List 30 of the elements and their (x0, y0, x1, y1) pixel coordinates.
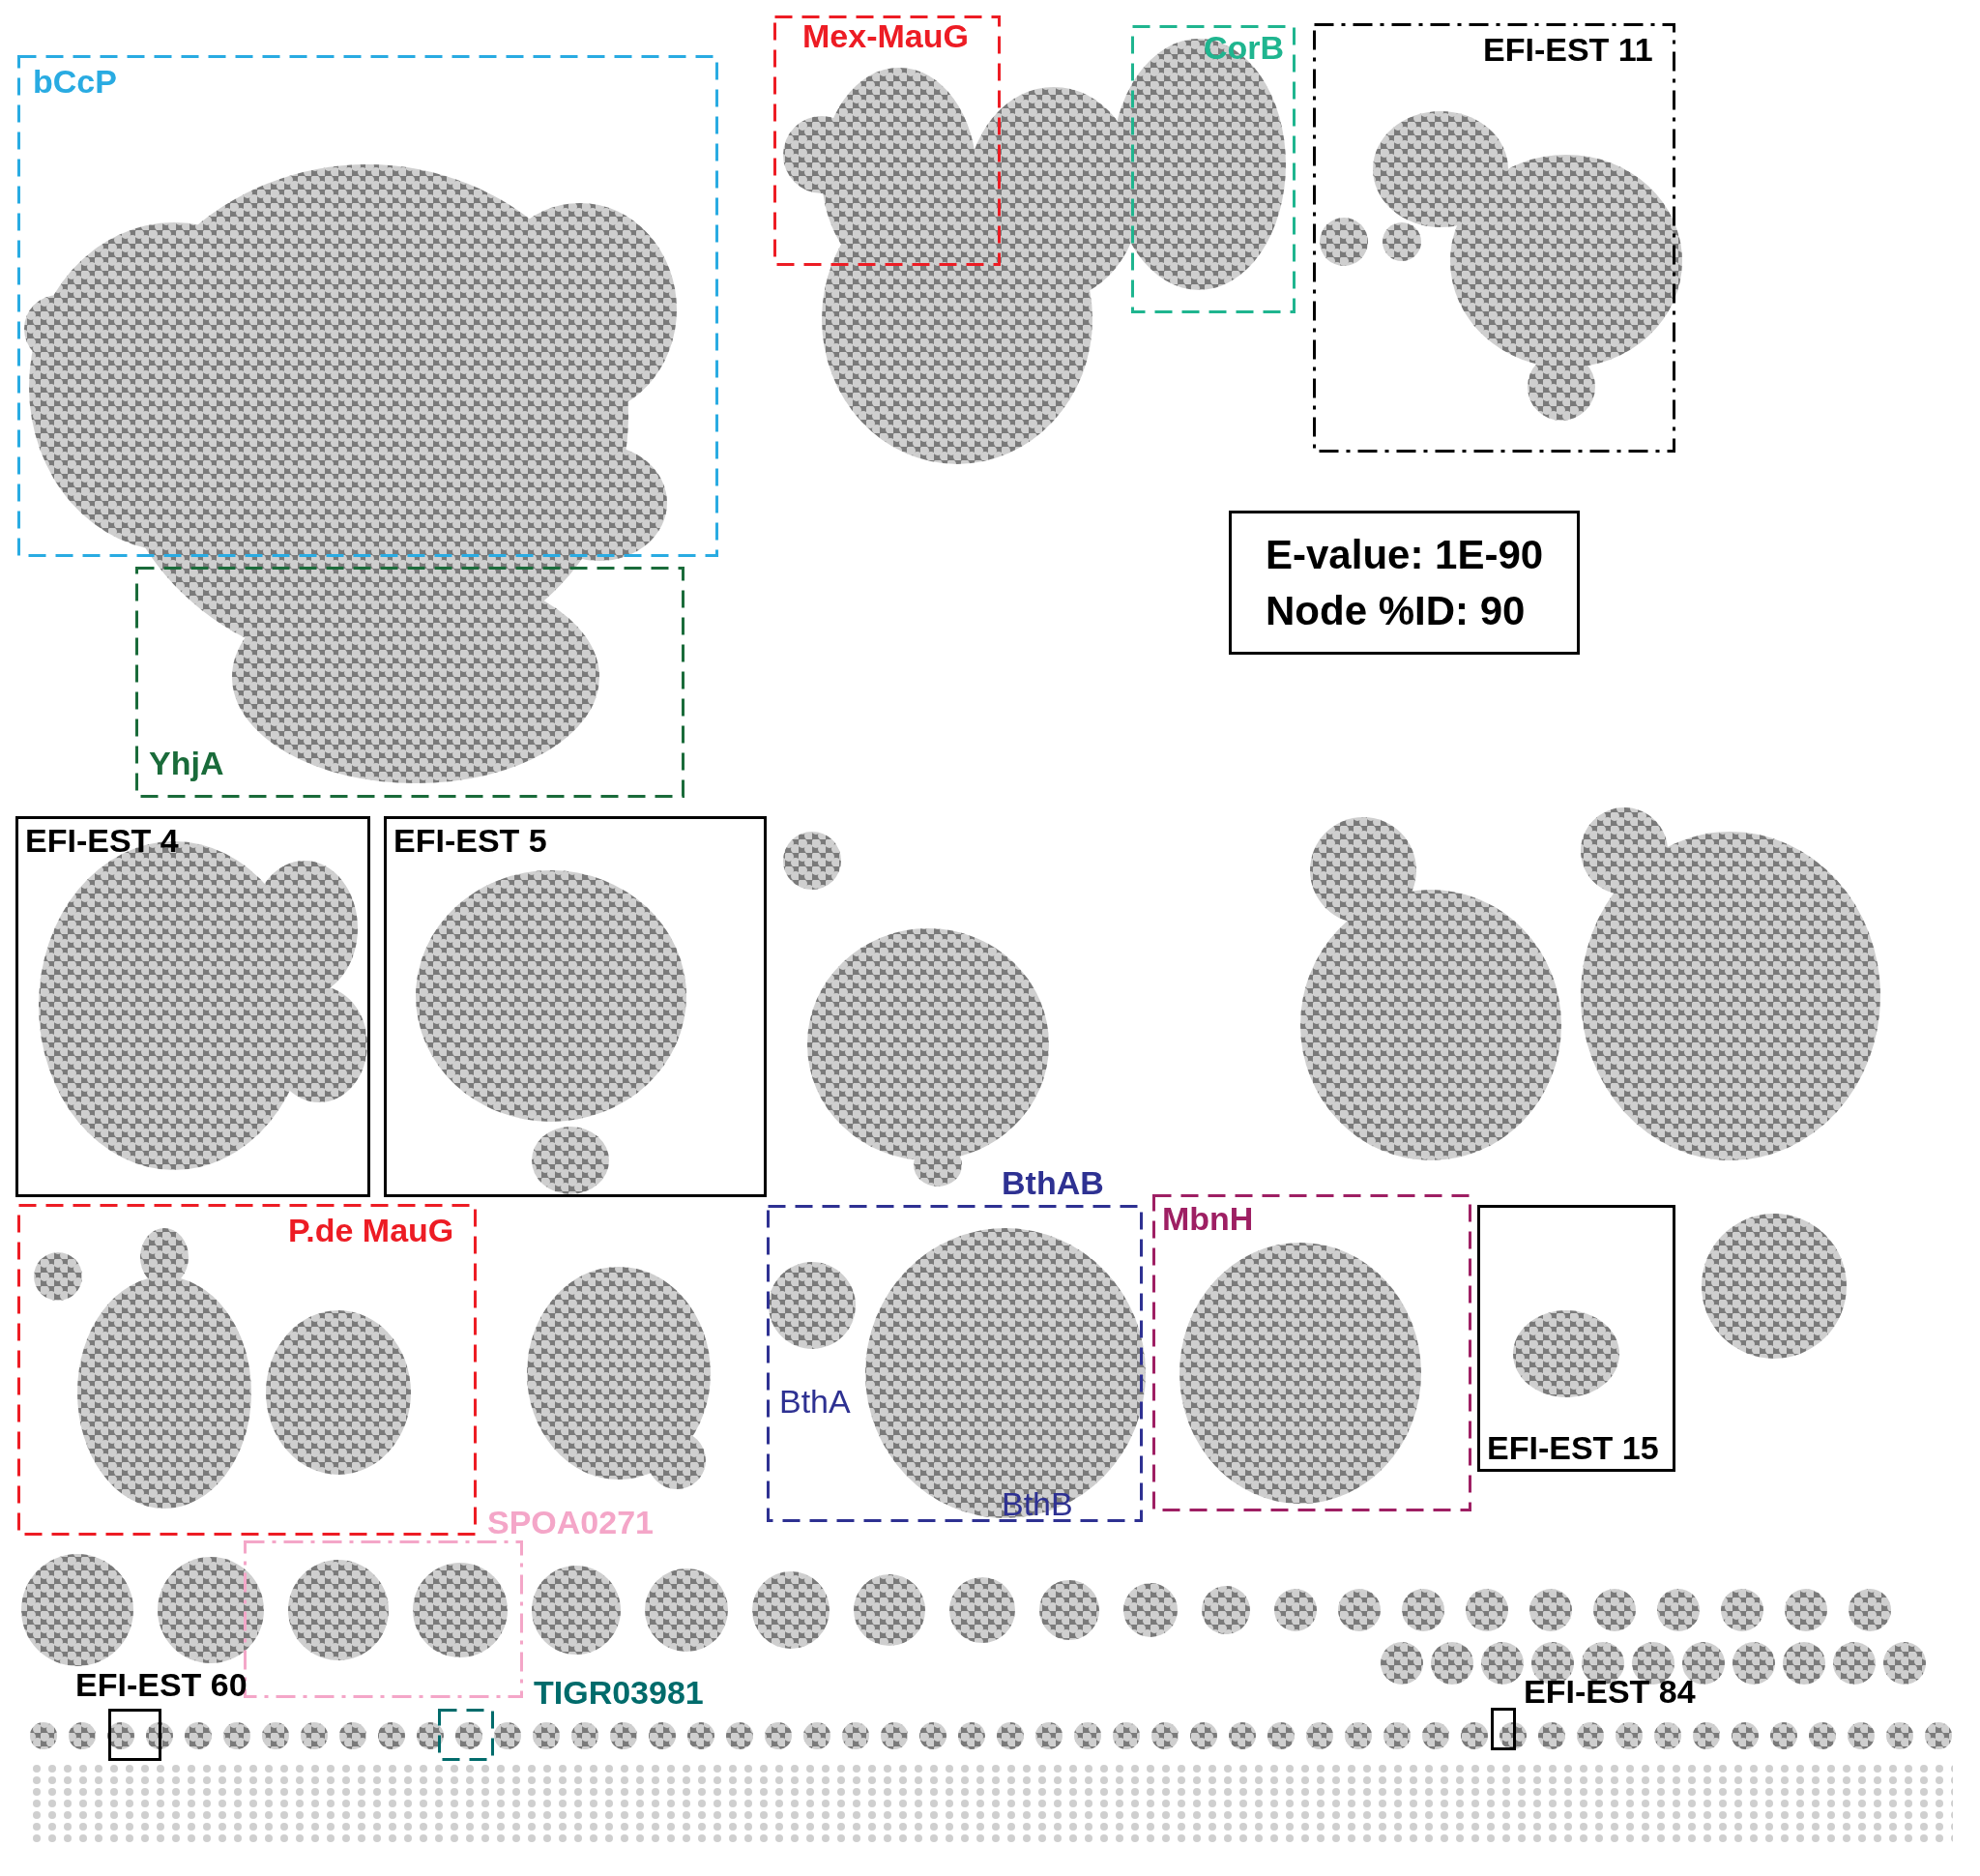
cluster-frame (17, 1204, 477, 1536)
cluster-label: EFI-EST 15 (1487, 1429, 1659, 1466)
cluster-frame (135, 567, 684, 798)
parameter-text: E-value: 1E-90 (1266, 532, 1544, 578)
cluster-frame (15, 816, 370, 1197)
cluster-label: P.de MauG (288, 1212, 454, 1248)
cluster-label: MbnH (1162, 1200, 1254, 1237)
cluster-frame (1313, 23, 1675, 453)
cluster-label: EFI-EST 60 (75, 1666, 248, 1703)
cluster-label: EFI-EST 11 (1483, 31, 1653, 68)
cluster-label: EFI-EST 5 (393, 822, 547, 859)
cluster-label: Mex-MauG (802, 17, 969, 54)
cluster-label: TIGR03981 (534, 1674, 704, 1711)
parameter-text: Node %ID: 90 (1266, 588, 1526, 634)
cluster-label: CorB (1204, 29, 1285, 66)
cluster-label: EFI-EST 4 (25, 822, 179, 859)
cluster-label: EFI-EST 84 (1524, 1673, 1696, 1710)
subcluster-label: BthA (779, 1383, 851, 1420)
cluster-label: YhjA (149, 745, 224, 781)
info-box (1229, 511, 1580, 655)
cluster-frame (1131, 25, 1296, 313)
cluster-label: SPOA0271 (487, 1504, 654, 1540)
cluster-label: BthAB (1002, 1164, 1104, 1201)
subcluster-label: BthB (1002, 1485, 1073, 1522)
cluster-frame (1477, 1205, 1675, 1472)
cluster-frame (1152, 1194, 1471, 1511)
cluster-label: bCcP (33, 63, 117, 100)
cluster-frame (384, 816, 767, 1197)
cluster-frame (773, 15, 1001, 266)
cluster-frame (17, 55, 718, 557)
